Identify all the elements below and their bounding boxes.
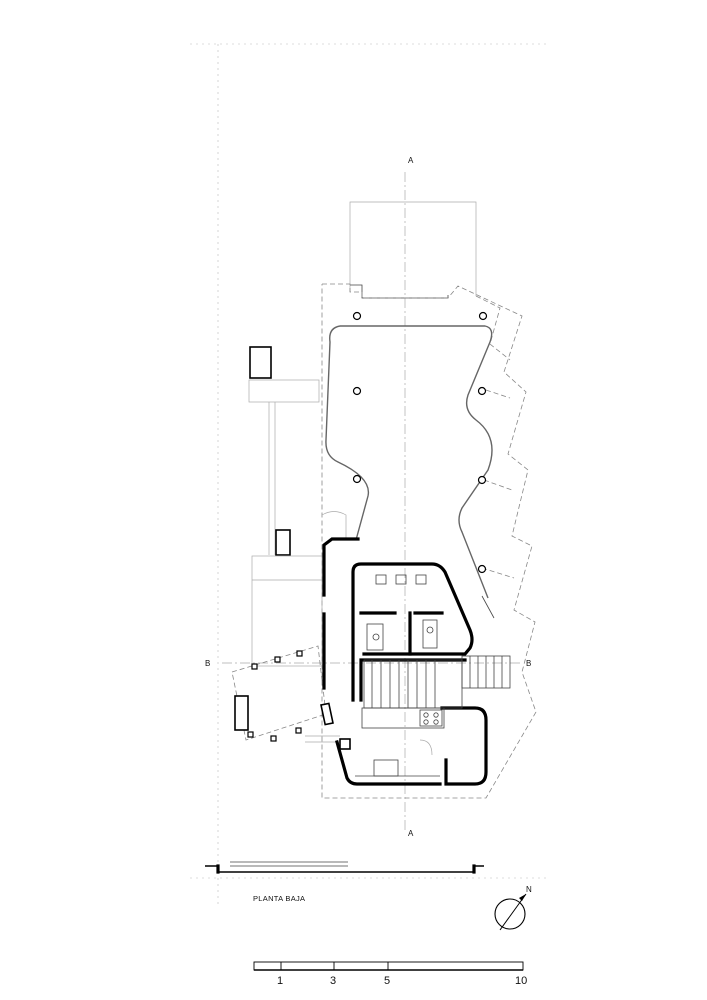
carport: [248, 346, 347, 667]
scale-label-1: 1: [277, 975, 283, 987]
column: [352, 386, 362, 396]
scale-label-3: 3: [330, 975, 336, 987]
column: [478, 311, 488, 321]
site-section-strip: [205, 861, 484, 874]
walls: [320, 537, 488, 786]
roof-outline: [321, 283, 537, 799]
column: [477, 475, 487, 485]
section-a-top-label: A: [408, 156, 414, 165]
lot-boundary: [190, 43, 550, 905]
pergola: [231, 645, 340, 743]
column: [477, 386, 487, 396]
column: [477, 564, 487, 574]
north-label: N: [526, 885, 532, 894]
glazed-enclosure: [325, 325, 495, 619]
section-b-left-label: B: [205, 659, 210, 668]
column: [352, 311, 362, 321]
scale-label-10: 10: [515, 975, 527, 987]
scale-label-5: 5: [384, 975, 390, 987]
section-b-right-label: B: [526, 659, 531, 668]
upper-terrace: [349, 201, 477, 299]
section-line-a: A A: [404, 156, 414, 838]
drawing-title: PLANTA BAJA: [253, 894, 305, 903]
columns: [352, 311, 488, 574]
north-arrow-icon: N: [494, 885, 532, 931]
section-a-bottom-label: A: [408, 829, 414, 838]
column: [352, 474, 362, 484]
scale-bar: 1 3 5 10: [253, 961, 527, 987]
fixtures: [355, 574, 511, 777]
